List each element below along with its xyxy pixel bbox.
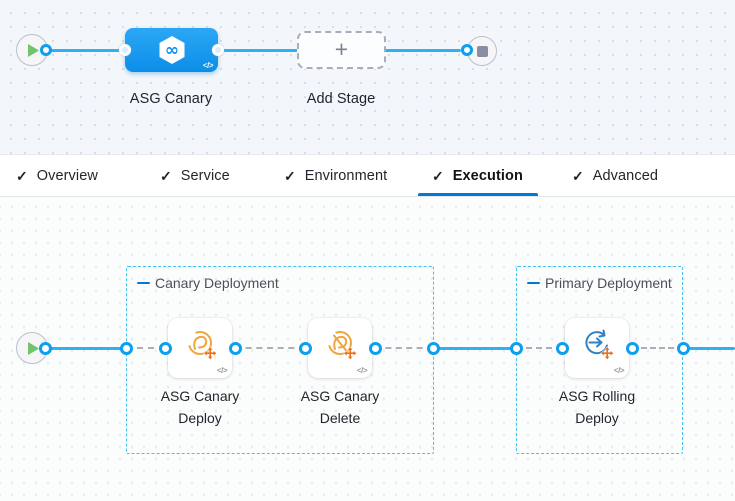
tab-environment[interactable]: ✓ Environment [284, 167, 388, 185]
step-connector [632, 347, 683, 349]
step-yaml-code-icon[interactable]: </> [216, 366, 228, 375]
stage-right-port[interactable] [212, 44, 224, 56]
execution-start-port[interactable] [39, 341, 52, 355]
asg-rolling-deploy-icon [585, 329, 615, 361]
step-port[interactable] [228, 341, 242, 355]
play-icon [28, 341, 39, 355]
step-connector [126, 347, 165, 349]
play-icon [28, 43, 39, 57]
execution-canvas[interactable]: Canary Deployment Primary Deployment </>… [0, 197, 735, 501]
stop-icon [476, 45, 488, 57]
step-connector [516, 347, 562, 349]
tab-advanced[interactable]: ✓ Advanced [572, 167, 659, 185]
asg-canary-deploy-icon [188, 331, 218, 361]
stage-node-asg-canary[interactable]: ∞ </> [125, 28, 218, 72]
step-label: ASG Canary Deploy [160, 388, 240, 426]
step-yaml-code-icon[interactable]: </> [356, 366, 368, 375]
tab-overview[interactable]: ✓ Overview [16, 167, 98, 185]
collapse-dash-icon[interactable] [137, 281, 150, 285]
group-port[interactable] [426, 341, 440, 355]
step-connector [235, 347, 305, 349]
tab-service[interactable]: ✓ Service [160, 167, 230, 185]
step-port[interactable] [625, 341, 639, 355]
group-port[interactable] [119, 341, 133, 355]
step-port[interactable] [555, 341, 569, 355]
harness-cd-hexagon-icon: ∞ [159, 36, 184, 64]
add-stage-button[interactable]: + [297, 31, 386, 69]
plus-icon: + [334, 35, 349, 62]
stage-left-port[interactable] [119, 44, 131, 56]
step-asg-canary-delete[interactable]: </> [308, 318, 372, 378]
stage-yaml-code-icon[interactable]: </> [202, 61, 214, 70]
svg-text:∞: ∞ [164, 41, 178, 61]
flow-line [683, 346, 735, 350]
stage-canvas[interactable]: ∞ </> ASG Canary + Add Stage [0, 0, 735, 155]
start-node-port[interactable] [39, 44, 52, 56]
execution-start-node [16, 332, 48, 364]
stage-label: ASG Canary [129, 91, 213, 107]
check-icon: ✓ [160, 167, 172, 184]
flow-line [433, 346, 516, 350]
group-label: Canary Deployment [137, 275, 279, 291]
group-label: Primary Deployment [527, 275, 672, 291]
flow-line [45, 346, 126, 350]
step-label: ASG Rolling Deploy [558, 388, 636, 426]
step-asg-rolling-deploy[interactable]: </> [565, 318, 629, 378]
step-port[interactable] [368, 341, 382, 355]
end-node-port[interactable] [461, 44, 473, 56]
group-canary-deployment[interactable]: Canary Deployment [126, 266, 434, 454]
step-label: ASG Canary Delete [300, 388, 380, 426]
tab-execution[interactable]: ✓ Execution [432, 167, 523, 185]
step-connector [375, 347, 433, 349]
stage-flow-line [45, 48, 461, 52]
step-asg-canary-deploy[interactable]: </> [168, 318, 232, 378]
check-icon: ✓ [284, 167, 296, 184]
check-icon: ✓ [572, 167, 584, 184]
check-icon: ✓ [16, 167, 28, 184]
group-port[interactable] [509, 341, 523, 355]
active-tab-indicator [418, 193, 538, 196]
check-icon: ✓ [432, 167, 444, 184]
add-stage-label: Add Stage [306, 91, 376, 107]
step-port[interactable] [158, 341, 172, 355]
collapse-dash-icon[interactable] [527, 281, 540, 285]
group-primary-deployment[interactable]: Primary Deployment [516, 266, 683, 454]
stage-config-tabbar: ✓ Overview ✓ Service ✓ Environment ✓ Exe… [0, 155, 735, 197]
group-port[interactable] [676, 341, 690, 355]
asg-canary-delete-icon [328, 331, 358, 361]
step-yaml-code-icon[interactable]: </> [613, 366, 625, 375]
step-port[interactable] [298, 341, 312, 355]
